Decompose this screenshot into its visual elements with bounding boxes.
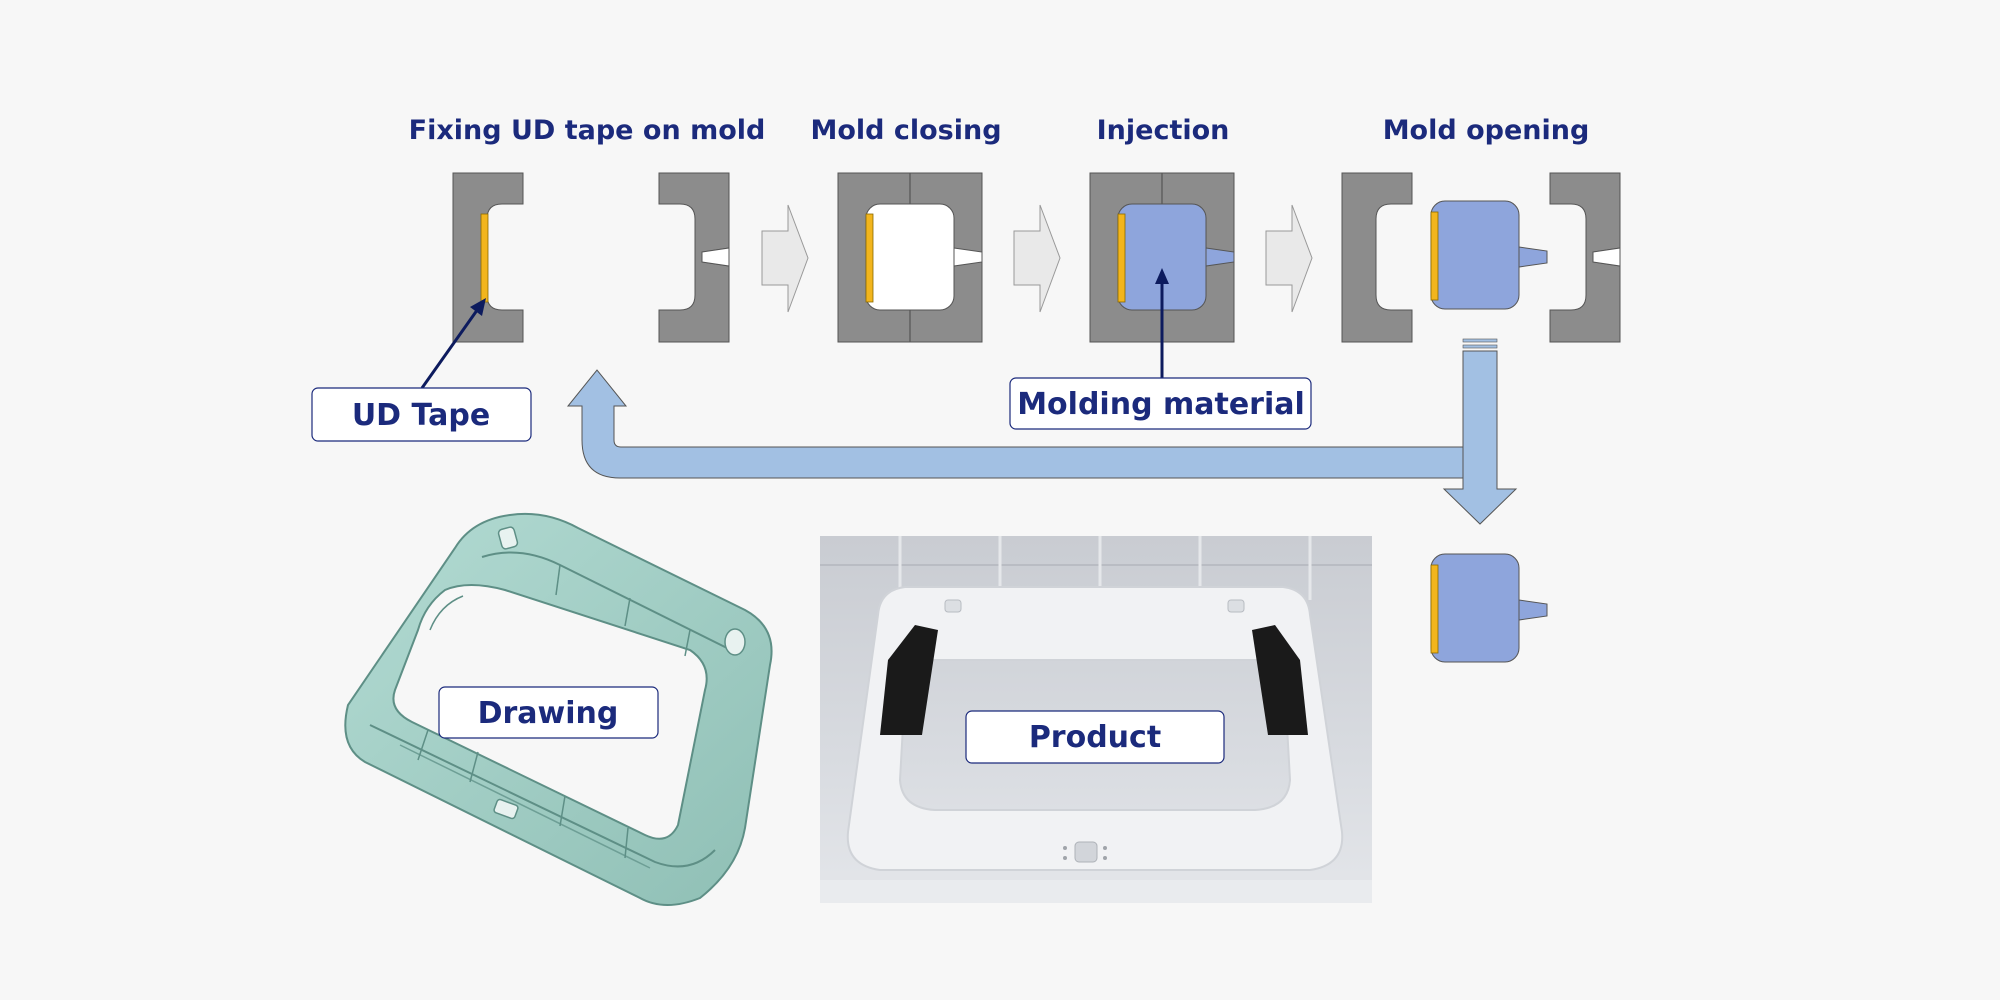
ud-tape-label: UD Tape — [352, 398, 490, 433]
step-title-fixing-ud-tape: Fixing UD tape on mold — [409, 115, 766, 146]
product-photo: Product — [820, 536, 1372, 903]
ud-tape — [865, 213, 874, 303]
step-arrow-1 — [761, 204, 809, 313]
recycle-flow-arrow — [566, 338, 1518, 525]
step-title-mold-opening: Mold opening — [1383, 115, 1590, 146]
mold-right-half — [658, 172, 730, 343]
product-label: Product — [1029, 720, 1161, 755]
mold-step-opening — [1341, 172, 1621, 343]
step-title-mold-closing: Mold closing — [810, 115, 1001, 146]
molding-material-callout: Molding material — [1009, 268, 1312, 430]
finished-molded-part — [1430, 553, 1548, 663]
cad-drawing: Drawing — [344, 512, 773, 906]
ud-tape — [480, 213, 489, 303]
step-title-injection: Injection — [1097, 115, 1230, 146]
ud-tape — [1117, 213, 1126, 303]
step-arrow-3 — [1265, 204, 1313, 313]
mold-step-closing — [837, 172, 983, 343]
molding-material-label: Molding material — [1017, 387, 1305, 422]
ud-tape-callout: UD Tape — [311, 298, 532, 442]
drawing-label: Drawing — [478, 696, 619, 731]
molded-part-in-mold — [1430, 200, 1548, 310]
mold-step-fixing — [452, 172, 730, 343]
step-arrow-2 — [1013, 204, 1061, 313]
